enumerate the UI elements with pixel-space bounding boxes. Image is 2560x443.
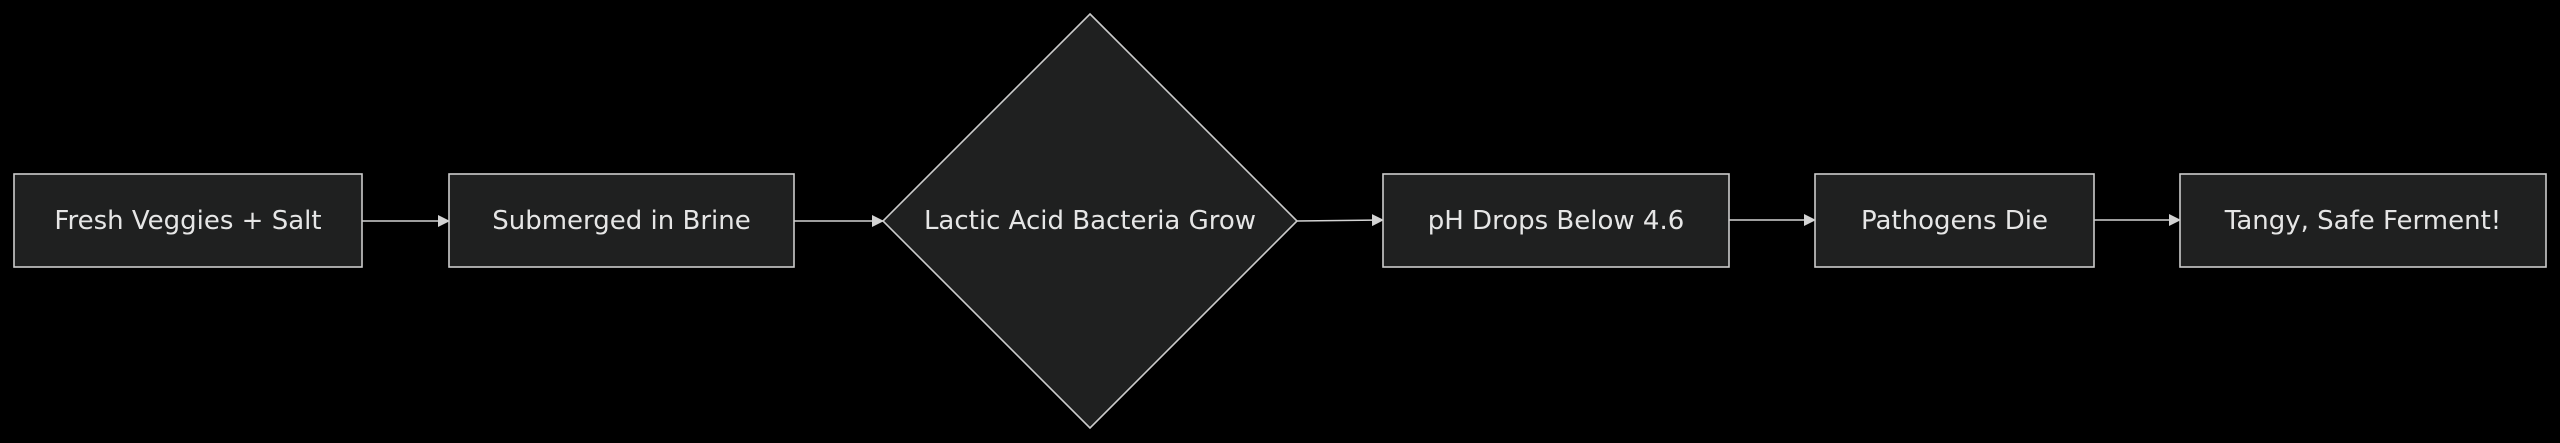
- node-submerged-brine-label: Submerged in Brine: [492, 206, 751, 236]
- node-pathogens-die-label: Pathogens Die: [1861, 206, 2048, 236]
- edge-bacteria-to-ph: [1296, 214, 1384, 227]
- node-tangy-ferment: Tangy, Safe Ferment!: [2179, 173, 2547, 268]
- node-pathogens-die-box: [1814, 173, 2095, 268]
- node-lactic-acid-bacteria-diamond: [881, 12, 1299, 430]
- edges-group: [362, 214, 2181, 227]
- node-ph-drops-label: pH Drops Below 4.6: [1428, 206, 1685, 236]
- node-fresh-veggies-label: Fresh Veggies + Salt: [54, 206, 321, 236]
- node-ph-drops: pH Drops Below 4.6: [1382, 173, 1730, 268]
- node-fresh-veggies-box: [13, 173, 363, 268]
- node-lactic-acid-bacteria: Lactic Acid Bacteria Grow: [881, 12, 1299, 430]
- node-lactic-acid-bacteria-label: Lactic Acid Bacteria Grow: [924, 206, 1256, 236]
- node-submerged-brine-box: [448, 173, 795, 268]
- node-ph-drops-box: [1382, 173, 1730, 268]
- nodes-group: Fresh Veggies + Salt Submerged in Brine …: [13, 12, 2547, 430]
- node-tangy-ferment-label: Tangy, Safe Ferment!: [2224, 206, 2501, 236]
- node-submerged-brine: Submerged in Brine: [448, 173, 795, 268]
- node-fresh-veggies: Fresh Veggies + Salt: [13, 173, 363, 268]
- node-pathogens-die: Pathogens Die: [1814, 173, 2095, 268]
- node-tangy-ferment-box: [2179, 173, 2547, 268]
